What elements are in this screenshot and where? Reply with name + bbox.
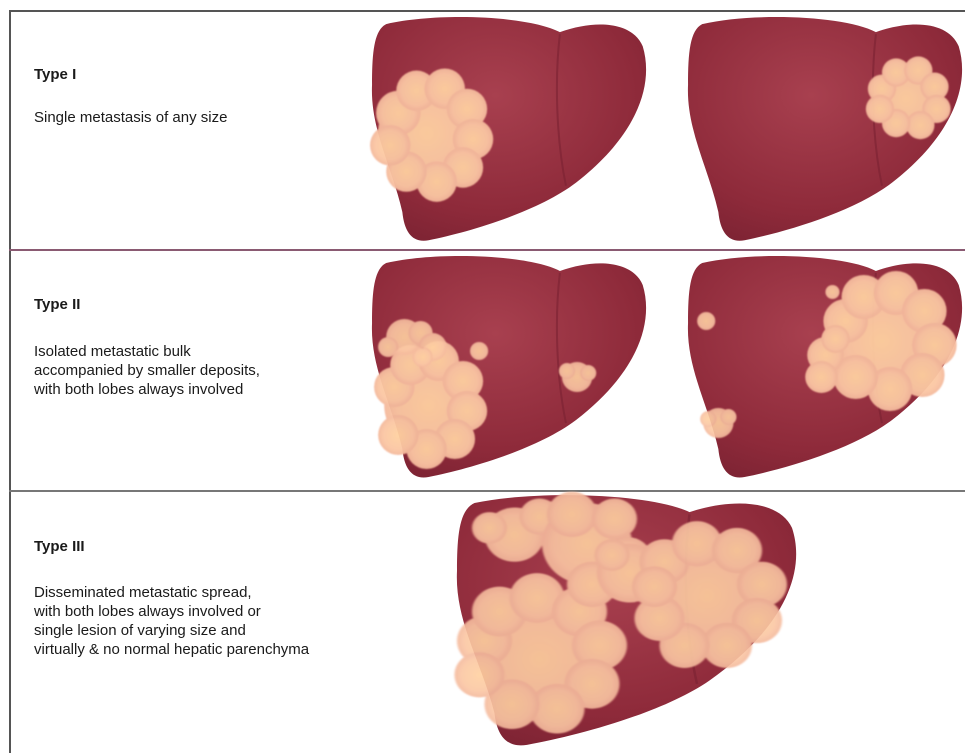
- liver-type-2-left: [372, 256, 646, 477]
- liver-type-1-left: [370, 17, 646, 241]
- liver-type-2-right: [688, 256, 962, 477]
- liver-type-1-right: [688, 17, 962, 241]
- liver-type-3-disseminated: [455, 492, 797, 746]
